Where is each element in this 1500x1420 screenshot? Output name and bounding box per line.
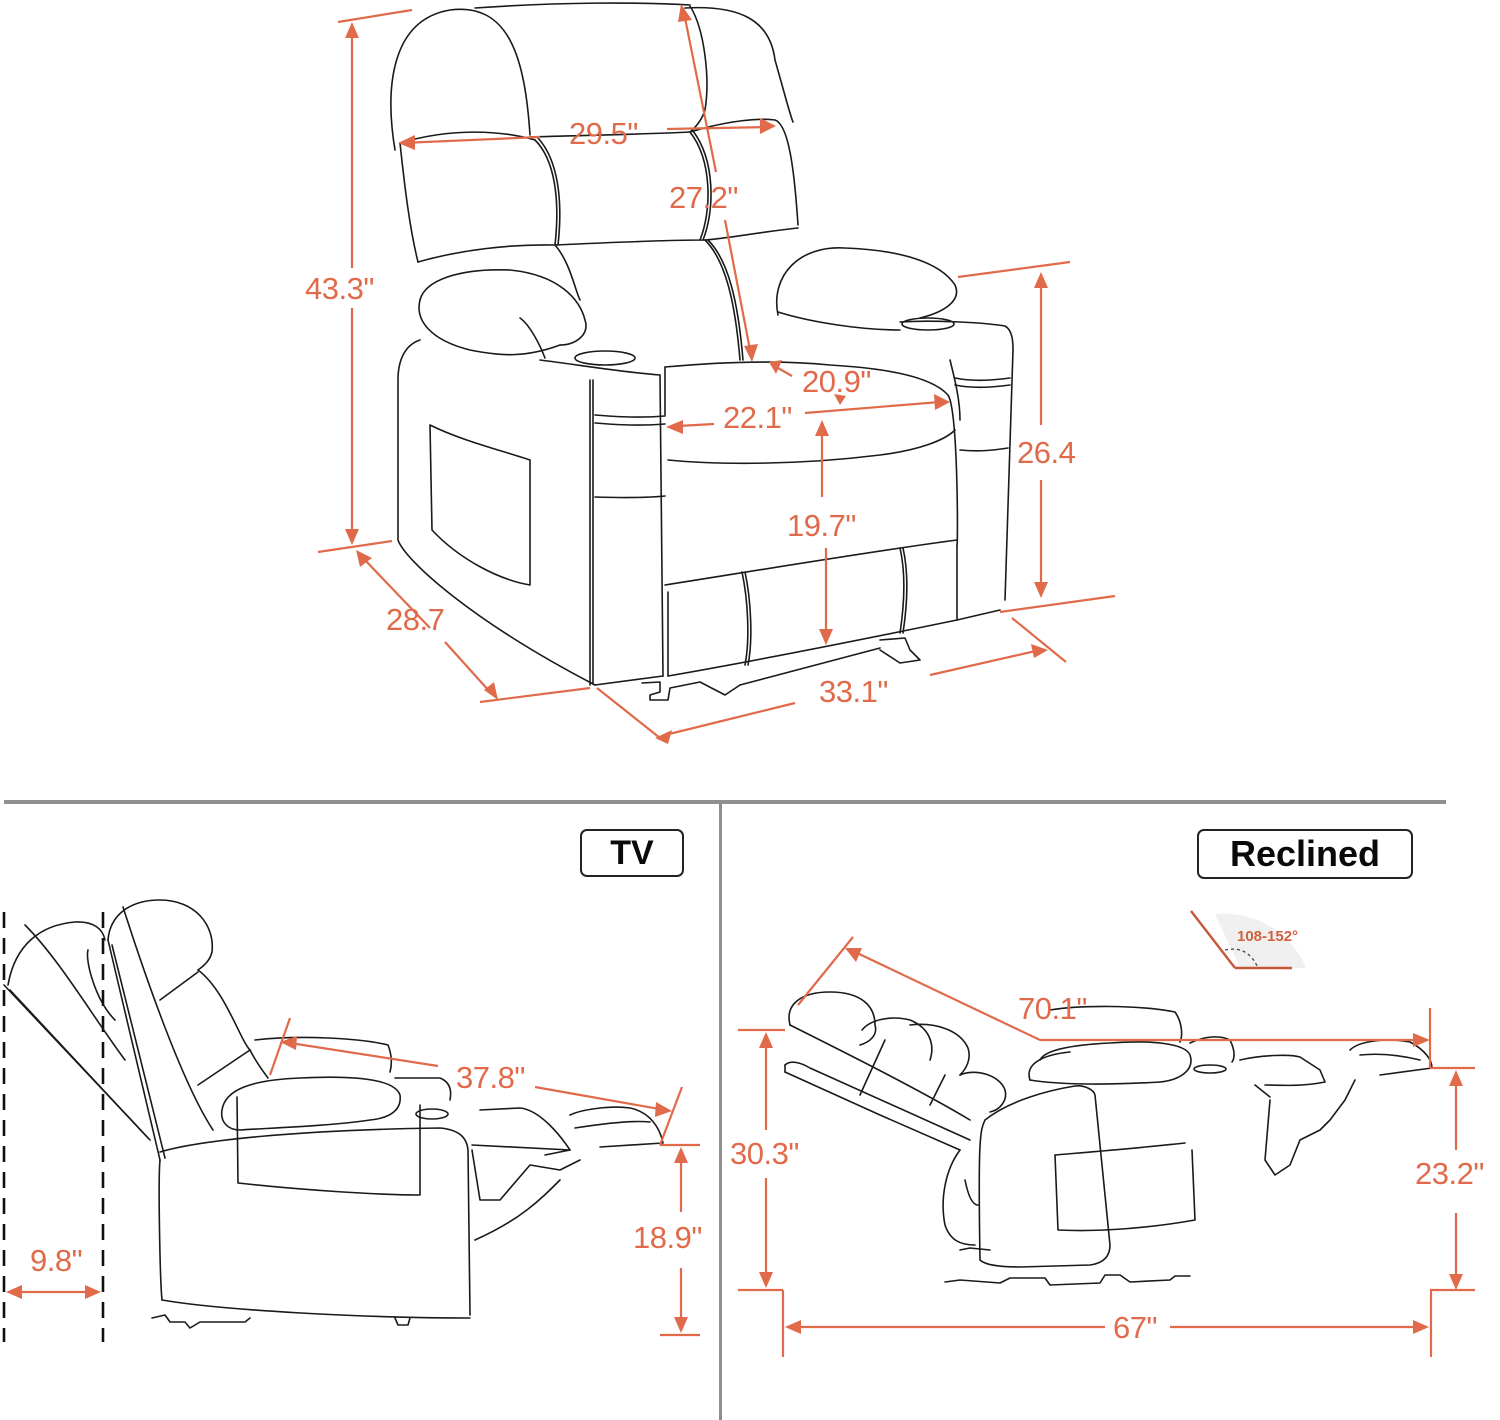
section-divider-horizontal (4, 800, 1446, 804)
dim-reclined-overall-length: 67" (1113, 1310, 1158, 1345)
dim-reclined-back-height: 30.3" (730, 1136, 799, 1171)
dim-back-height: 27.2" (669, 180, 738, 215)
tv-position-badge: TV (580, 829, 684, 877)
dim-reclined-length: 70.1" (1018, 991, 1087, 1026)
dim-overall-depth: 28.7 (386, 602, 445, 637)
dim-arm-height: 26.4 (1017, 435, 1076, 470)
dim-seat-width: 22.1" (723, 400, 792, 435)
dim-leg-rest-length: 37.8" (456, 1060, 525, 1095)
recline-angle-range: 108-152° (1237, 928, 1299, 945)
section-divider-vertical (719, 802, 722, 1420)
dim-overall-height: 43.3" (305, 271, 374, 306)
reclined-position-badge: Reclined (1197, 829, 1413, 879)
dim-tv-footrest-height: 18.9" (633, 1220, 702, 1255)
dim-seat-height: 19.7" (787, 508, 856, 543)
dim-reclined-footrest-height: 23.2" (1415, 1156, 1484, 1191)
dim-overall-width: 33.1" (819, 674, 888, 709)
dim-seat-depth: 20.9" (802, 364, 871, 399)
dim-back-width: 29.5" (569, 116, 638, 151)
dim-wall-clearance: 9.8" (30, 1243, 83, 1278)
